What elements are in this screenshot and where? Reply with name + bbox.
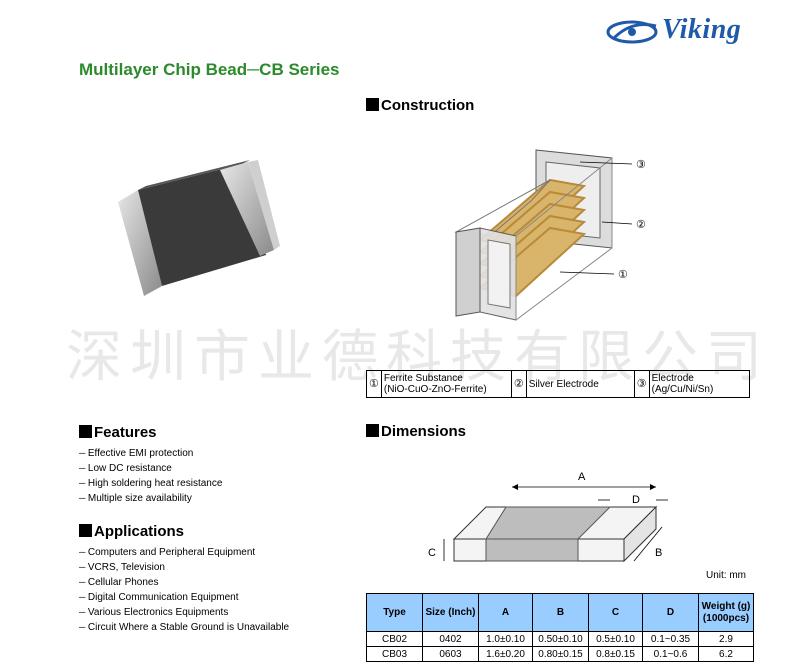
features-heading: Features (79, 424, 157, 441)
dimensions-diagram (443, 484, 668, 563)
column-header: C (588, 593, 643, 632)
table-cell: 0.8±0.15 (588, 646, 643, 662)
eye-swoosh-icon (606, 20, 658, 44)
table-cell: 1.6±0.20 (478, 646, 533, 662)
table-cell: 1.0±0.10 (478, 631, 533, 647)
list-item: Multiple size availability (79, 491, 222, 506)
table-cell: 6.2 (698, 646, 754, 662)
chip-bead-photo (118, 160, 280, 296)
table-cell: 0402 (422, 631, 479, 647)
dim-label-c: C (428, 547, 436, 559)
legend-text: Electrode(Ag/Cu/Ni/Sn) (648, 370, 751, 398)
list-item: Low DC resistance (79, 461, 222, 476)
table-cell: 0.50±0.10 (532, 631, 589, 647)
page-title: Multilayer Chip Bead─CB Series (79, 60, 340, 79)
table-cell: 0.1~0.6 (642, 646, 699, 662)
table-row: CB03 0603 1.6±0.20 0.80±0.15 0.8±0.15 0.… (366, 646, 754, 662)
legend-num: ② (510, 370, 527, 398)
column-header: A (478, 593, 533, 632)
legend-num: ③ (633, 370, 650, 398)
column-header: B (532, 593, 589, 632)
table-cell: 0.80±0.15 (532, 646, 589, 662)
table-cell: 0.5±0.10 (588, 631, 643, 647)
construction-diagram (454, 149, 633, 321)
table-cell: CB02 (366, 631, 423, 647)
dim-label-d: D (632, 494, 640, 506)
list-item: Digital Communication Equipment (79, 590, 289, 605)
list-item: Effective EMI protection (79, 446, 222, 461)
legend-num: ① (366, 370, 382, 398)
column-header: Size (Inch) (422, 593, 479, 632)
legend-text: Ferrite Substance(NiO-CuO-ZnO-Ferrite) (380, 370, 512, 398)
list-item: Cellular Phones (79, 575, 289, 590)
column-header: Weight (g) (1000pcs) (698, 593, 754, 632)
dimensions-heading: Dimensions (366, 423, 466, 440)
list-item: Circuit Where a Stable Ground is Unavail… (79, 620, 289, 635)
list-item: Computers and Peripheral Equipment (79, 545, 289, 560)
callout-3: ③ (636, 159, 646, 171)
features-list: Effective EMI protection Low DC resistan… (79, 446, 223, 506)
table-row: CB02 0402 1.0±0.10 0.50±0.10 0.5±0.10 0.… (366, 631, 754, 647)
dim-label-a: A (578, 471, 586, 483)
dim-label-b: B (655, 547, 663, 559)
unit-label: Unit: mm (706, 570, 746, 581)
column-header: D (642, 593, 699, 632)
column-header: Type (366, 593, 423, 632)
callout-1: ① (618, 269, 628, 281)
list-item: High soldering heat resistance (79, 476, 223, 491)
list-item: VCRS, Television (79, 560, 289, 575)
construction-heading: Construction (366, 97, 474, 114)
callout-2: ② (636, 219, 646, 231)
applications-heading: Applications (79, 523, 184, 540)
brand-name: Viking (662, 14, 742, 45)
brand-logo: Viking (606, 14, 766, 50)
list-item: Various Electronics Equipments (79, 605, 289, 620)
dimensions-table: Type Size (Inch) A B C D Weight (g) (100… (366, 593, 754, 662)
applications-list: Computers and Peripheral Equipment VCRS,… (79, 545, 289, 635)
legend-text: Silver Electrode (525, 370, 635, 398)
construction-legend: ① Ferrite Substance(NiO-CuO-ZnO-Ferrite)… (366, 370, 751, 398)
table-cell: 0.1~0.35 (642, 631, 699, 647)
table-cell: 0603 (422, 646, 479, 662)
table-cell: CB03 (366, 646, 423, 662)
table-cell: 2.9 (698, 631, 754, 647)
